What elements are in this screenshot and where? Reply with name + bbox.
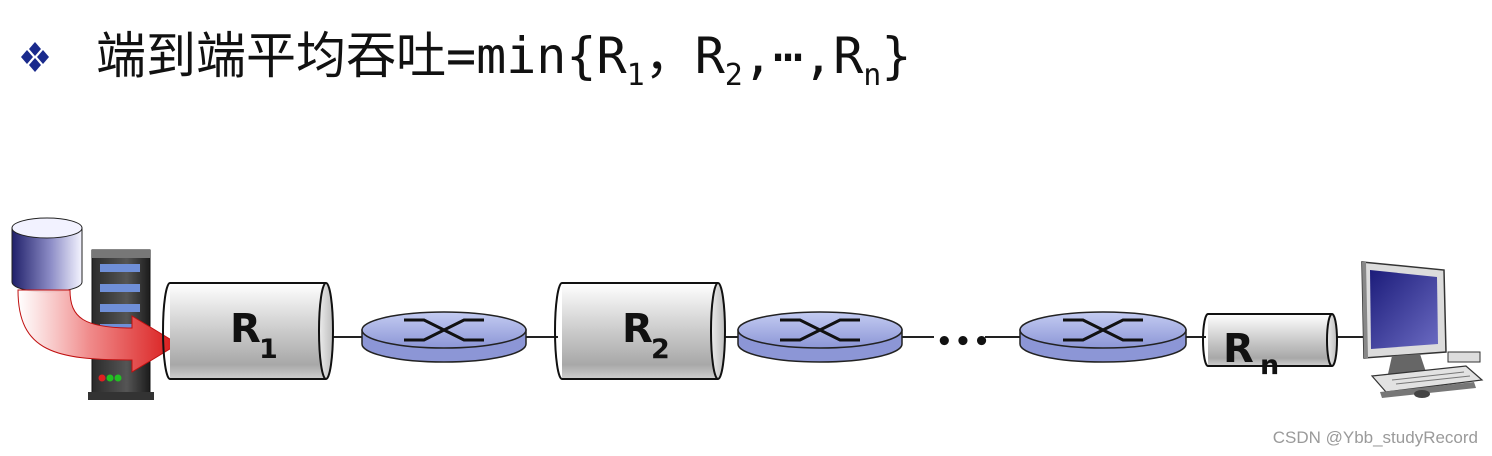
heading-text: 端到端平均吞吐=min{R1，R2,⋯,Rn} (96, 16, 911, 93)
router-icon (361, 311, 527, 363)
desktop-computer-icon (1361, 261, 1484, 398)
formula-close: } (881, 26, 912, 85)
watermark: CSDN @Ybb_studyRecord (1272, 428, 1478, 447)
formula-sep2: , (742, 26, 773, 85)
path-ellipsis: ••• (936, 327, 992, 357)
link-r2-label-sub: 2 (651, 334, 670, 365)
router-icon (737, 311, 903, 363)
heading-formula: R1，R2,⋯,Rn} (596, 26, 912, 93)
flow-arrow (17, 289, 179, 373)
formula-r2-base: R (694, 26, 725, 85)
router-icon (1019, 311, 1187, 363)
link-r1-label-base: R (230, 306, 261, 352)
formula-sep1: ， (644, 26, 695, 85)
link-r1-pipe: R 1 (162, 282, 334, 380)
formula-rn-base: R (833, 26, 864, 85)
four-diamond-bullet-icon (21, 42, 49, 72)
formula-r2-sub: 2 (724, 57, 743, 93)
formula-sep3: , (803, 26, 834, 85)
link-rn-pipe: R n (1202, 313, 1338, 381)
link-rn-label-sub: n (1260, 350, 1279, 381)
server-with-database-icon (11, 217, 154, 400)
link-rn-label-base: R (1223, 326, 1254, 372)
heading: 端到端平均吞吐=min{R1，R2,⋯,Rn} (18, 14, 911, 94)
formula-rn-sub: n (863, 57, 882, 93)
formula-r1-base: R (596, 26, 627, 85)
heading-prefix: 端到端平均吞吐=min{ (96, 26, 597, 85)
link-r2-pipe: R 2 (554, 282, 726, 380)
link-r1-label-sub: 1 (259, 334, 278, 365)
formula-ellipsis: ⋯ (772, 26, 804, 85)
link-r2-label-base: R (622, 306, 653, 352)
formula-r1-sub: 1 (626, 57, 645, 93)
